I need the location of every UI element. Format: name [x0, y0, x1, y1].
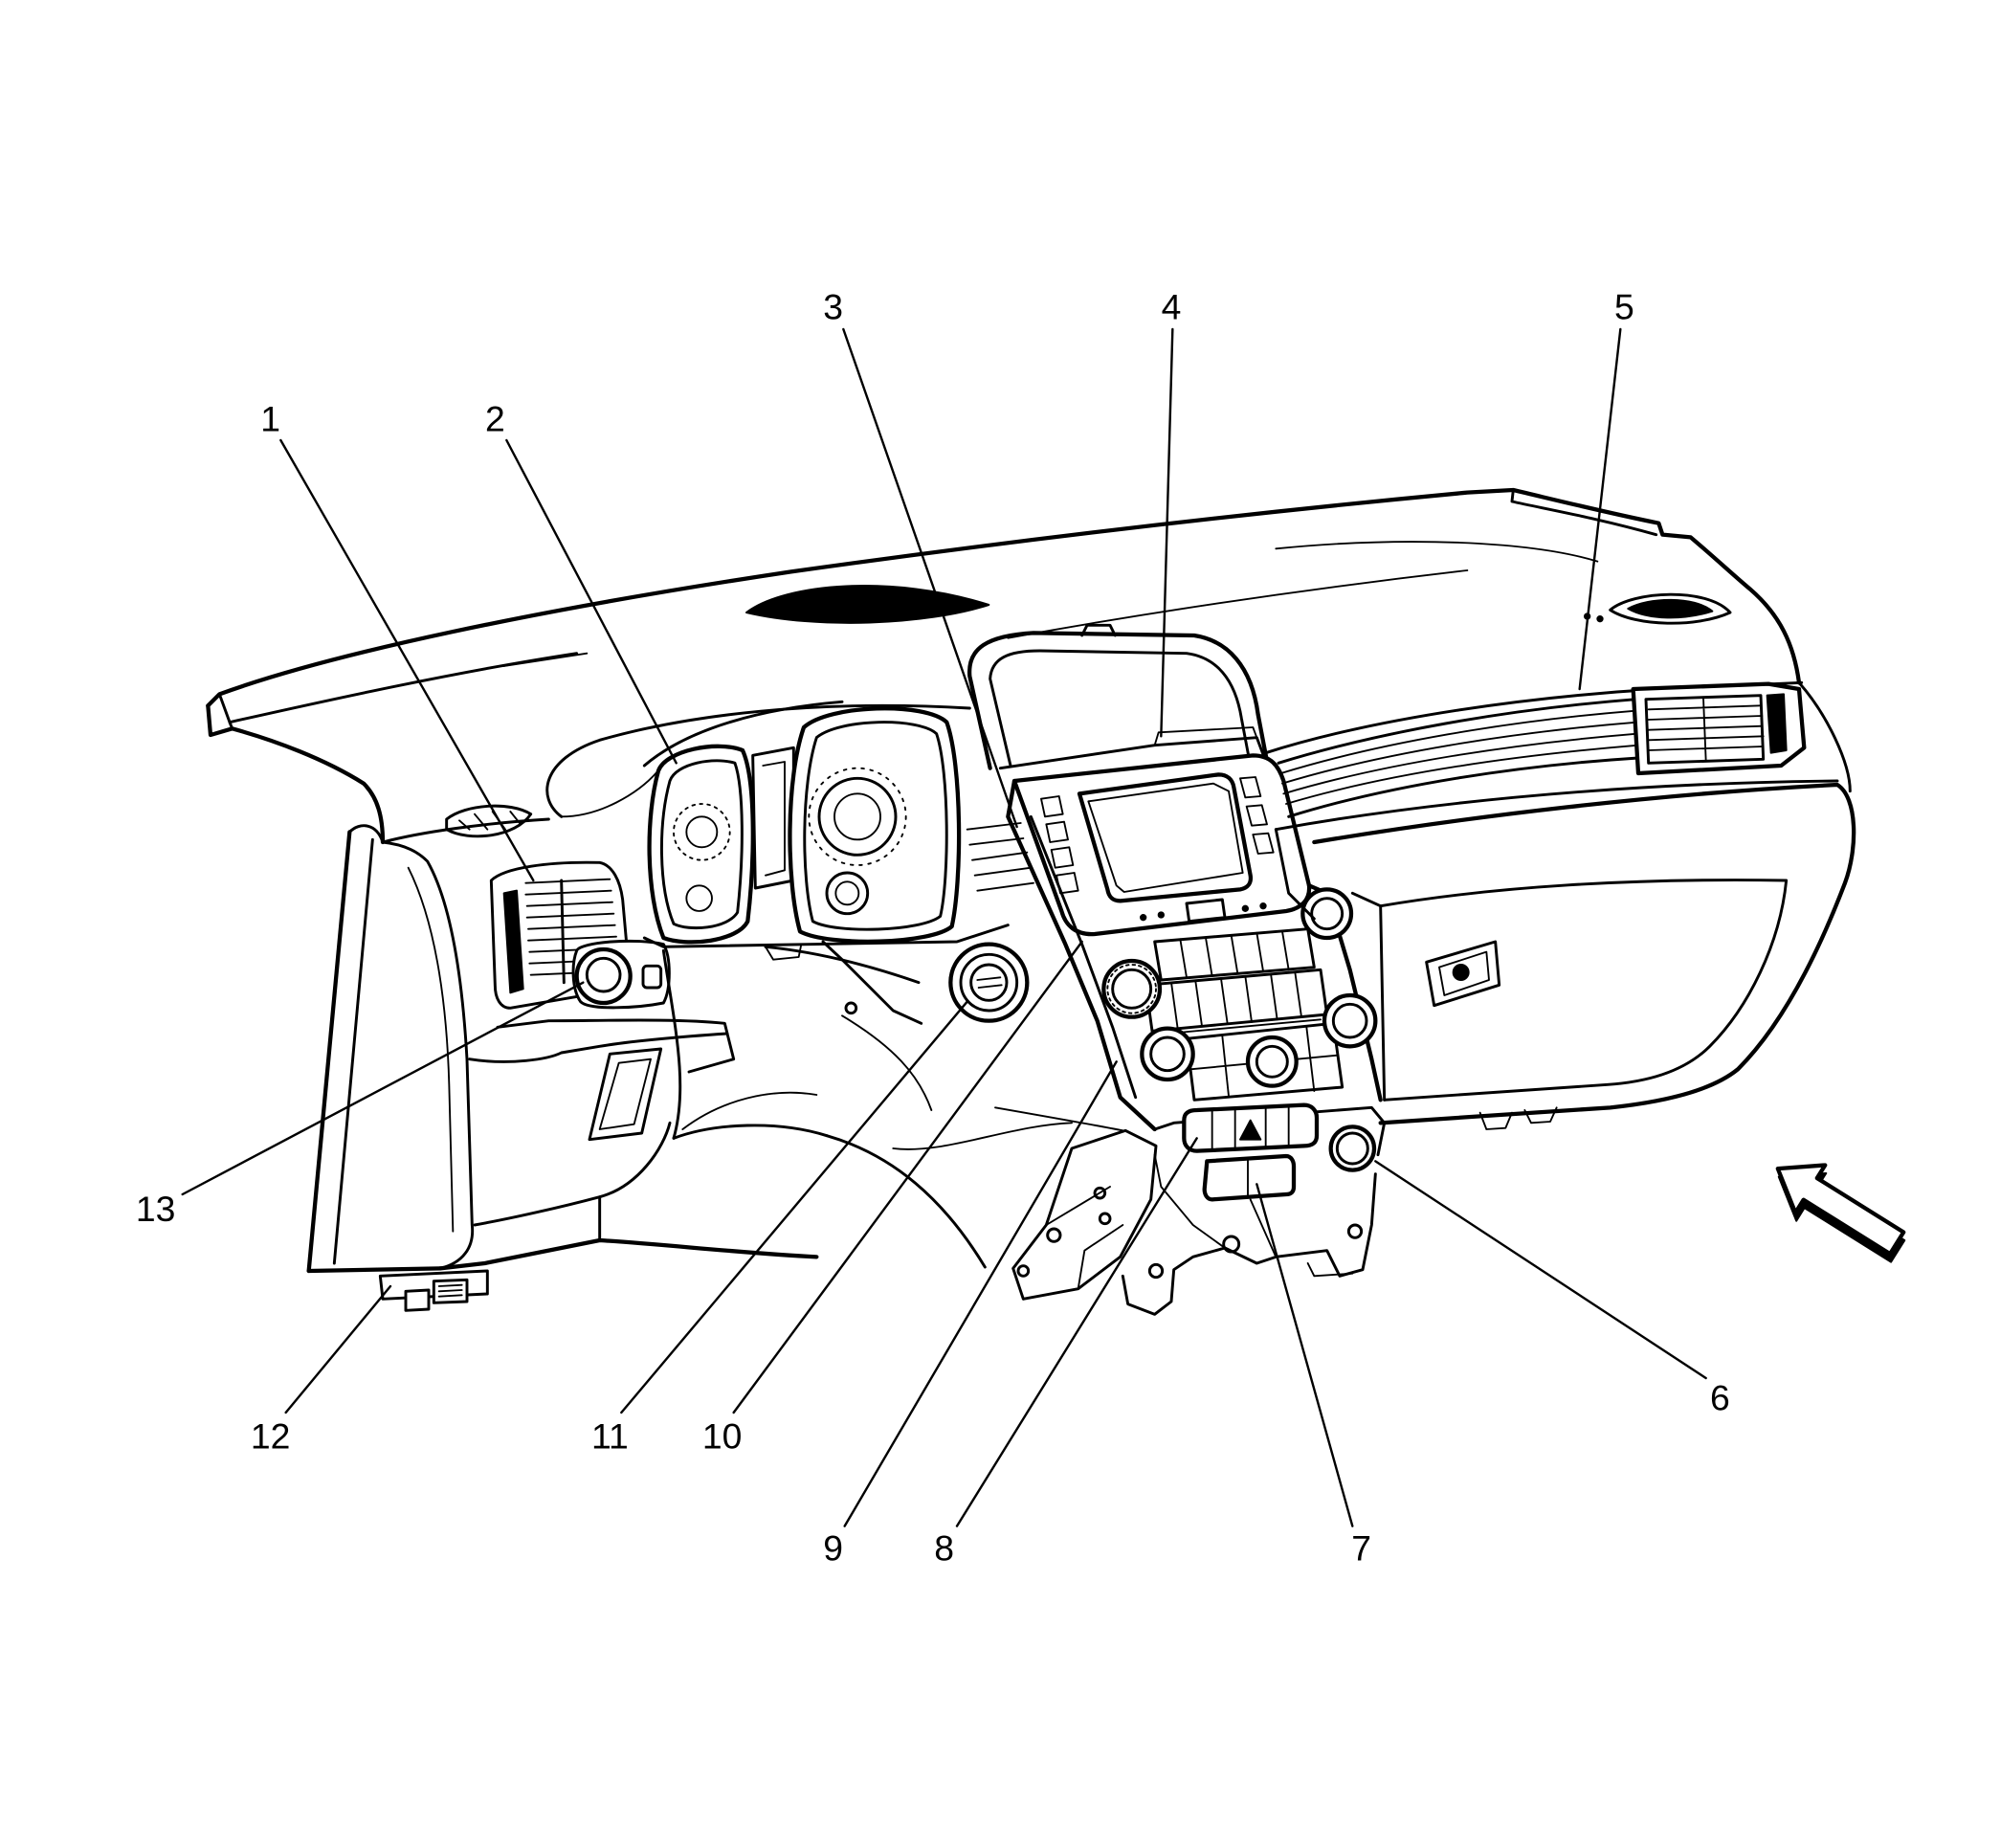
headlamp-switch-knob — [585, 956, 622, 993]
callout-label: 13 — [136, 1189, 176, 1229]
callout-12: 12 — [251, 1284, 392, 1456]
disc-slot — [1167, 1018, 1322, 1035]
lower-support-bracket — [1121, 1172, 1377, 1316]
left-support-bracket — [1011, 1128, 1158, 1301]
callout-9: 9 — [823, 1060, 1118, 1569]
callout-label: 2 — [485, 399, 505, 439]
callout-10: 10 — [702, 940, 1083, 1456]
storage-recess — [588, 1047, 663, 1142]
callout-1: 1 — [260, 399, 535, 882]
hazard-triangle-icon — [1239, 1119, 1262, 1141]
radio-top-trim — [998, 736, 1270, 770]
radio-display-screen — [1077, 772, 1254, 903]
blower-knob — [1245, 1035, 1299, 1088]
callout-8: 8 — [934, 1137, 1198, 1569]
callout-4: 4 — [1160, 286, 1182, 738]
callout-label: 11 — [591, 1415, 629, 1456]
radio-right-buttons — [1239, 776, 1275, 855]
instrument-cluster — [642, 700, 1034, 961]
lower-switch-bank — [1153, 1102, 1387, 1202]
ignition-switch — [948, 942, 1030, 1023]
callout-label: 7 — [1351, 1528, 1371, 1569]
passenger-temperature-knob — [1322, 992, 1378, 1049]
data-link-connector — [378, 1269, 489, 1312]
side-window-defog-outlet — [1609, 592, 1732, 625]
callout-label: 5 — [1614, 286, 1634, 326]
callout-label: 6 — [1710, 1377, 1730, 1417]
traction-control-switch — [1202, 1153, 1297, 1202]
callout-label: 8 — [934, 1528, 954, 1569]
callout-7: 7 — [1256, 1183, 1371, 1569]
cluster-left-gauge-hood — [647, 744, 755, 945]
radio-tune-knob — [1300, 887, 1354, 941]
left-defog-outlet — [445, 804, 533, 838]
passenger-side-panel — [1274, 681, 1856, 1130]
callout-label: 4 — [1162, 286, 1182, 326]
callout-6: 6 — [1374, 1160, 1730, 1417]
glove-box-outer — [1312, 782, 1856, 1125]
callout-label: 1 — [260, 399, 280, 439]
callout-5: 5 — [1578, 286, 1634, 691]
callout-label: 9 — [823, 1528, 843, 1569]
callout-label: 10 — [702, 1415, 743, 1456]
glove-box-door — [1379, 879, 1789, 1102]
callout-13: 13 — [136, 981, 585, 1229]
cluster-right-gauge-hood — [788, 706, 962, 944]
radio-left-buttons — [1040, 795, 1079, 895]
radio-home-button — [1185, 898, 1227, 924]
left-end-panel — [206, 692, 550, 1274]
center-support-brackets — [1011, 1128, 1377, 1316]
view-direction-arrow-icon — [1775, 1163, 1906, 1263]
headlamp-switch — [571, 939, 671, 1010]
instrument-panel-upper-pad — [206, 487, 1852, 793]
callout-label: 12 — [251, 1415, 291, 1456]
callout-11: 11 — [591, 1000, 968, 1456]
driver-temperature-knob — [1140, 1026, 1195, 1082]
center-stack — [967, 623, 1383, 1132]
headlamp-switch-button — [641, 964, 663, 990]
steering-column-opening — [764, 940, 1124, 1269]
callout-label: 3 — [823, 286, 843, 326]
knee-bolster-panel — [437, 703, 971, 1271]
start-stop-button — [969, 963, 1009, 1002]
callout-3: 3 — [823, 286, 1018, 829]
display-bezel — [967, 631, 1271, 770]
defroster-grille — [745, 585, 990, 624]
callout-2: 2 — [485, 399, 678, 765]
